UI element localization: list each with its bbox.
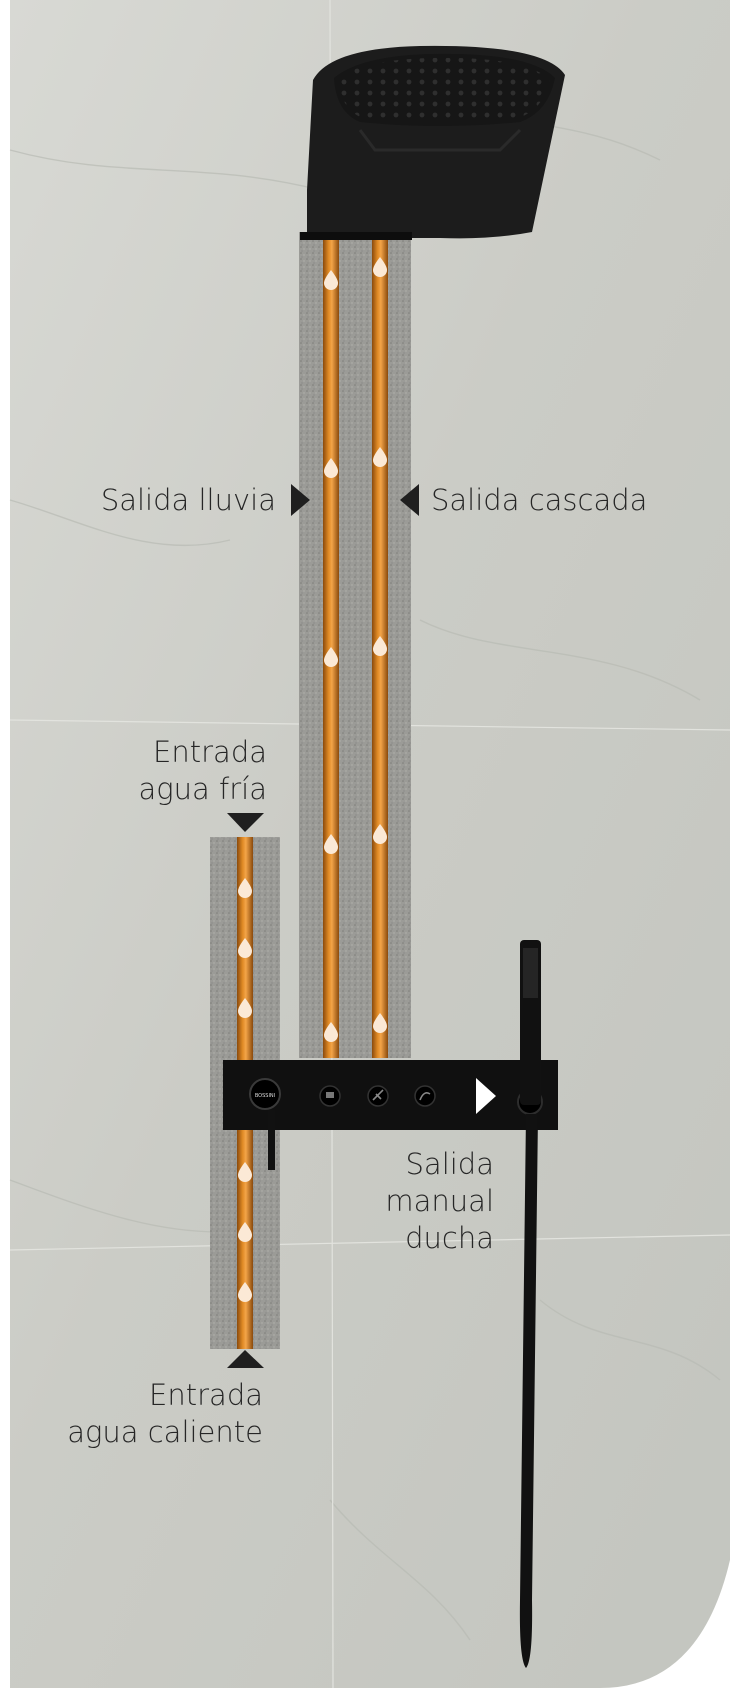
arrow-icon (400, 484, 419, 516)
arrow-icon (476, 1078, 496, 1114)
water-drop-icons (238, 257, 387, 1302)
cold-inlet-label-line2: agua fría (138, 772, 267, 806)
rain-shower-head-icon (300, 45, 565, 240)
rain-outlet-label: Salida lluvia (100, 483, 276, 517)
cold-inlet-label-line1: Entrada (153, 735, 267, 769)
hot-inlet-label-line1: Entrada (149, 1378, 263, 1412)
water-drop-icon (373, 636, 387, 656)
hand-shower-outlet-label: Salida manual ducha (385, 1146, 494, 1257)
svg-text:BOSSINI: BOSSINI (255, 1093, 275, 1099)
water-drop-icon (324, 458, 338, 478)
rain-outlet-pipe (323, 232, 339, 1058)
upper-channel (299, 232, 411, 1058)
water-drop-icon (324, 1022, 338, 1042)
cascade-outlet-label: Salida cascada (431, 483, 648, 517)
arrow-icon (227, 813, 264, 832)
hand-shower-outlet-label-line1: Salida (405, 1147, 494, 1181)
water-drop-icon (238, 1282, 252, 1302)
water-drop-icon (238, 998, 252, 1018)
water-drop-icon (373, 257, 387, 277)
water-drop-icon (324, 647, 338, 667)
water-drop-icon (238, 1222, 252, 1242)
hot-inlet-label: Entrada agua caliente (67, 1377, 263, 1451)
thermostatic-panel: BOSSINI (223, 1060, 558, 1170)
water-drop-icon (238, 878, 252, 898)
water-drop-icon (324, 834, 338, 854)
water-drop-icon (373, 1013, 387, 1033)
arrow-icon (227, 1350, 264, 1368)
water-drop-icon (373, 824, 387, 844)
hot-inlet-label-line2: agua caliente (67, 1415, 263, 1449)
water-drop-icon (373, 447, 387, 467)
hand-shower (519, 940, 541, 1668)
arrow-icon (291, 484, 310, 516)
hand-shower-outlet-label-line3: ducha (405, 1221, 494, 1255)
hand-shower-outlet-label-line2: manual (385, 1184, 494, 1218)
water-drop-icon (238, 1162, 252, 1182)
water-drop-icon (324, 270, 338, 290)
cold-inlet-label: Entrada agua fría (138, 734, 267, 808)
water-drop-icon (238, 938, 252, 958)
thermostat-knob-icon (249, 1078, 281, 1110)
shower-selector-icon (414, 1085, 436, 1107)
